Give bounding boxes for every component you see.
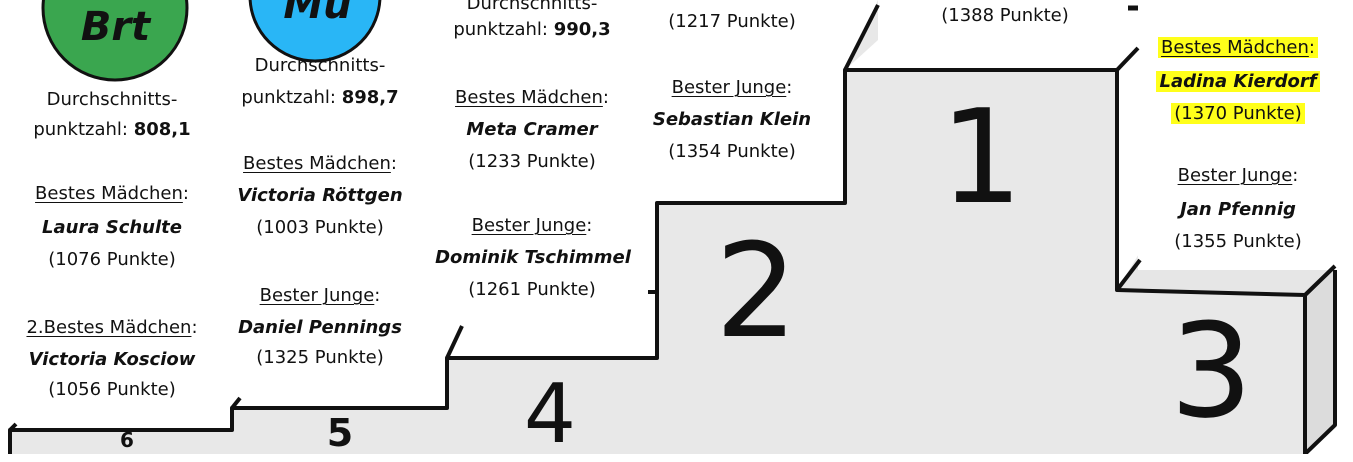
col4-boy-points: (1354 Punkte)	[668, 141, 796, 162]
step-1-depth-line	[843, 4, 880, 71]
col1-girl2-label-line: 2.Bestes Mädchen:	[26, 317, 198, 338]
podium-outline	[8, 68, 1307, 454]
col1-girl2-name: Victoria Kosciow	[28, 349, 196, 370]
top-label-box	[878, 0, 1128, 44]
place-6-number: 6	[120, 428, 134, 452]
col2-girl-points: (1003 Punkte)	[256, 217, 384, 238]
team-label-brt: Brt	[80, 4, 151, 50]
col2-boy-name: Daniel Pennings	[238, 317, 402, 338]
col1-girl2-label: 2.Bestes Mädchen	[26, 317, 192, 338]
col6-boy-label-line: Bester Junge:	[1177, 165, 1299, 186]
col1-girl-label-line: Bestes Mädchen:	[35, 183, 189, 204]
col3-girl-name: Meta Cramer	[466, 119, 598, 140]
col2-avg-label: Durchschnitts-	[254, 55, 386, 76]
col2-girl-label: Bestes Mädchen	[243, 153, 391, 174]
col6-girl-label: Bestes Mädchen	[1161, 37, 1309, 58]
col6-girl-label-line: Bestes Mädchen:	[1138, 36, 1338, 60]
team-circle-brt	[41, 0, 189, 82]
col6-girl-points-line: (1370 Punkte)	[1138, 102, 1338, 126]
col3-boy-label-line: Bester Junge:	[471, 215, 593, 236]
col2-boy-label-line: Bester Junge:	[259, 285, 381, 306]
col3-girl-label-line: Bestes Mädchen:	[455, 87, 609, 108]
col2-boy-points: (1325 Punkte)	[256, 347, 384, 368]
team-circle-mu	[248, 0, 382, 63]
place-2-number: 2	[715, 215, 798, 367]
col3-avg-label2: punktzahl:	[453, 19, 548, 40]
place-5-number: 5	[326, 411, 354, 455]
place-4-number: 4	[523, 367, 577, 462]
col1-girl2-points: (1056 Punkte)	[48, 379, 176, 400]
col6-girl-name: Ladina Kierdorf	[1156, 71, 1320, 92]
col1-girl-name: Laura Schulte	[42, 217, 182, 238]
place-3-number: 3	[1170, 295, 1253, 447]
col4-boy-name: Sebastian Klein	[652, 109, 812, 130]
col2-avg-line: punktzahl: 898,7	[220, 86, 420, 110]
col2-girl-name: Victoria Röttgen	[237, 185, 403, 206]
col3-boy-points: (1261 Punkte)	[468, 279, 596, 300]
place-1-number: 1	[940, 81, 1023, 233]
col6-boy-label: Bester Junge	[1177, 165, 1293, 186]
step-5-depth-line	[230, 396, 242, 410]
col3-avg-line: punktzahl: 990,3	[432, 18, 632, 42]
col3-boy-label: Bester Junge	[471, 215, 587, 236]
col3-boy-name: Dominik Tschimmel	[435, 247, 631, 268]
col1-avg-value: 808,1	[133, 119, 191, 140]
step-3-top-edge	[1303, 264, 1337, 297]
col1-avg-label: Durchschnitts-	[46, 89, 178, 110]
col3-avg-value: 990,3	[553, 19, 611, 40]
col2-avg-label2: punktzahl:	[241, 87, 336, 108]
col4-boy-label: Bester Junge	[671, 77, 787, 98]
step-6-depth-line	[8, 422, 18, 432]
col5-top-points: (1388 Punkte)	[941, 5, 1069, 26]
col6-girl-name-line: Ladina Kierdorf	[1138, 70, 1338, 94]
col6-boy-name: Jan Pfennig	[1180, 199, 1296, 220]
team-label-mu: Mü	[283, 0, 352, 28]
col3-girl-label: Bestes Mädchen	[455, 87, 603, 108]
col3-avg-label: Durchschnitts-	[466, 0, 598, 14]
col1-girl-points: (1076 Punkte)	[48, 249, 176, 270]
col6-girl-points: (1370 Punkte)	[1171, 103, 1305, 124]
step-3-depth-line	[1115, 258, 1142, 292]
col2-girl-label-line: Bestes Mädchen:	[243, 153, 397, 174]
step-1-depth-line-right	[1115, 46, 1140, 72]
col1-girl-label: Bestes Mädchen	[35, 183, 183, 204]
col4-label-box	[645, 60, 845, 178]
step-4-depth-line	[445, 325, 464, 359]
col3-girl-points: (1233 Punkte)	[468, 151, 596, 172]
col1-avg-label2: punktzahl:	[33, 119, 128, 140]
col6-boy-points: (1355 Punkte)	[1174, 231, 1302, 252]
col4-top-points: (1217 Punkte)	[668, 11, 796, 32]
col4-boy-label-line: Bester Junge:	[671, 77, 793, 98]
step-3-top	[1117, 262, 1335, 295]
col2-boy-label: Bester Junge	[259, 285, 375, 306]
col1-avg-line: punktzahl: 808,1	[12, 118, 212, 142]
step-3-side	[1303, 264, 1337, 454]
col2-avg-value: 898,7	[341, 87, 399, 108]
